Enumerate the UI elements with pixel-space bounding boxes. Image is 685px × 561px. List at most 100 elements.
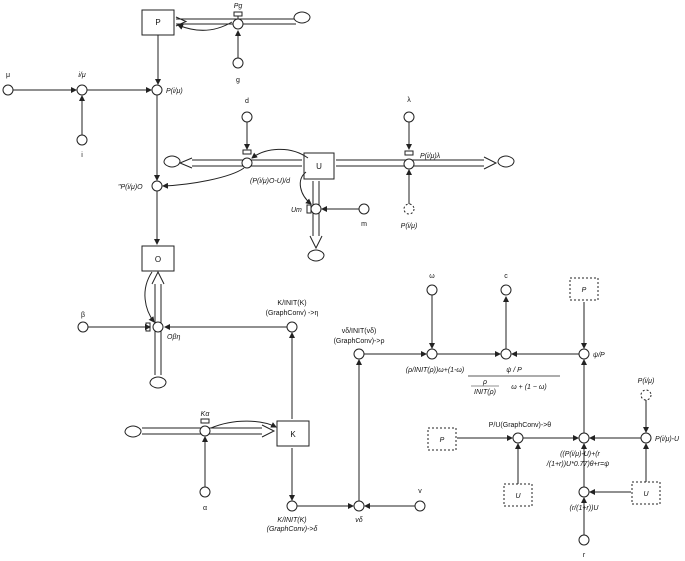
cloud-k-source xyxy=(124,425,142,438)
aux-i-over-mu-label: i/μ xyxy=(78,72,86,79)
const-mu[interactable] xyxy=(2,84,14,96)
aux-rho-omega[interactable] xyxy=(426,348,438,360)
const-v-label: v xyxy=(418,488,422,495)
const-i[interactable] xyxy=(76,134,88,146)
const-c[interactable] xyxy=(500,284,512,296)
aux-k-init-delta-label-2: (GraphConv)->δ xyxy=(267,526,318,533)
valve-um xyxy=(310,203,322,215)
ghost-p-1[interactable] xyxy=(569,277,599,301)
const-c-label: c xyxy=(504,273,508,280)
aux-p-i-mu-label: P(i/μ) xyxy=(166,88,183,95)
stock-u-label: U xyxy=(316,162,322,171)
aux-v-delta-init-label-1: vδ/INIT(vδ) xyxy=(342,328,377,335)
cloud-o-source xyxy=(149,376,167,389)
stock-k[interactable] xyxy=(276,420,310,447)
ghost-p-1-label: P xyxy=(582,287,587,294)
const-g[interactable] xyxy=(232,57,244,69)
aux-psi-over-p[interactable] xyxy=(578,348,590,360)
flow-pg[interactable] xyxy=(175,11,311,30)
const-omega[interactable] xyxy=(426,284,438,296)
eq-den-rest: ω + (1 − ω) xyxy=(511,384,546,391)
const-alpha-label: α xyxy=(203,505,207,512)
stock-p-group: P xyxy=(141,9,175,36)
ghost-p-i-mu-2[interactable] xyxy=(640,389,652,401)
aux-r-u[interactable] xyxy=(578,486,590,498)
ghost-u-1-label: U xyxy=(515,493,521,500)
eq-den-frac-den: INIT(ρ) xyxy=(474,389,496,396)
aux-v-delta-label: vδ xyxy=(355,517,363,524)
const-lambda[interactable] xyxy=(403,111,415,123)
aux-psi-calc-label-1: ((P(i/μ)-U)+(r xyxy=(560,451,600,458)
aux-p-u-theta-label: P/U(GraphConv)->θ xyxy=(489,422,552,429)
valve-u-left xyxy=(241,157,253,169)
flow-um-label: Um xyxy=(291,207,302,214)
stock-o-group: O xyxy=(141,245,175,272)
flow-u-left[interactable] xyxy=(163,149,302,169)
const-mu-label: μ xyxy=(6,72,10,79)
ghost-p-2[interactable] xyxy=(427,427,457,451)
eq-numerator: ψ / P xyxy=(506,367,522,374)
aux-v-delta-init[interactable] xyxy=(353,348,365,360)
aux-p-i-mu[interactable] xyxy=(151,84,163,96)
equation-c: ψ / P ρ INIT(ρ) ω + (1 − ω) xyxy=(468,367,560,396)
stock-p-label: P xyxy=(155,18,160,27)
flow-o-beta-eta-label: Oβη xyxy=(167,334,180,341)
aux-psi-calc[interactable] xyxy=(578,432,590,444)
eq-den-frac-num: ρ xyxy=(482,379,487,386)
stock-o[interactable] xyxy=(141,245,175,272)
aux-i-over-mu[interactable] xyxy=(76,84,88,96)
aux-c-calc[interactable] xyxy=(500,348,512,360)
ghost-p-2-label: P xyxy=(440,437,445,444)
aux-k-init-eta-label-2: (GraphConv) ->η xyxy=(266,310,319,317)
const-d-label: d xyxy=(245,98,249,105)
aux-k-init-eta[interactable] xyxy=(286,321,298,333)
valve-p-i-mu-lambda xyxy=(403,158,415,170)
aux-p-i-mu-minus-u[interactable] xyxy=(640,432,652,444)
stock-o-label: O xyxy=(155,255,161,264)
aux-psi-over-p-label: ψ/P xyxy=(593,352,605,359)
ghost-p-i-mu-label: P(i/μ) xyxy=(401,223,418,230)
stock-k-group: K xyxy=(276,420,310,447)
aux-psi-calc-label-2: /(1+r))U*0.77)θ+r=ψ xyxy=(546,461,609,468)
const-beta-label: β xyxy=(81,312,85,319)
stock-k-label: K xyxy=(290,430,296,439)
const-r[interactable] xyxy=(578,534,590,546)
aux-p-u-theta[interactable] xyxy=(512,432,524,444)
flow-k-alpha[interactable] xyxy=(124,418,276,438)
valve-pg xyxy=(232,18,244,30)
flow-p-i-mu-lambda-label: P(i/μ)λ xyxy=(420,153,441,160)
const-beta[interactable] xyxy=(77,321,89,333)
aux-p-i-mu-o-u-d-label: (P(i/μ)O-U)/d xyxy=(250,178,291,185)
aux-v-delta[interactable] xyxy=(353,500,365,512)
const-d[interactable] xyxy=(241,111,253,123)
const-i-label: i xyxy=(81,152,83,159)
cloud-um-sink xyxy=(307,249,325,262)
aux-k-init-delta-label-1: K/INIT(K) xyxy=(277,517,306,524)
const-m[interactable] xyxy=(358,203,370,215)
aux-p-i-mu-o-label: "P(i/μ)O xyxy=(118,184,143,191)
ghost-u-2-label: U xyxy=(643,491,649,498)
const-alpha[interactable] xyxy=(199,486,211,498)
flow-p-i-mu-lambda[interactable] xyxy=(336,150,515,170)
valve-o-beta-eta xyxy=(152,321,164,333)
aux-k-init-eta-label-1: K/INIT(K) xyxy=(277,300,306,307)
const-v[interactable] xyxy=(414,500,426,512)
const-m-label: m xyxy=(361,221,367,228)
flow-k-alpha-label: Kα xyxy=(201,411,211,418)
const-r-label: r xyxy=(583,552,586,559)
aux-p-i-mu-o[interactable] xyxy=(151,180,163,192)
stock-u-group: U xyxy=(303,152,335,180)
cloud-pg-source xyxy=(293,11,311,24)
flow-o-beta-eta[interactable] xyxy=(145,270,167,389)
aux-rho-omega-label: (ρ/INIT(ρ))ω+(1-ω) xyxy=(406,367,464,374)
ghost-p-i-mu[interactable] xyxy=(403,203,415,215)
stock-u[interactable] xyxy=(303,152,335,180)
cloud-u-left-sink xyxy=(163,155,181,168)
ghost-p-i-mu-2-label: P(i/μ) xyxy=(638,378,655,385)
aux-k-init-delta[interactable] xyxy=(286,500,298,512)
stock-p[interactable] xyxy=(141,9,175,36)
valve-k-alpha xyxy=(199,425,211,437)
const-omega-label: ω xyxy=(429,273,435,280)
flow-um[interactable] xyxy=(306,181,325,262)
